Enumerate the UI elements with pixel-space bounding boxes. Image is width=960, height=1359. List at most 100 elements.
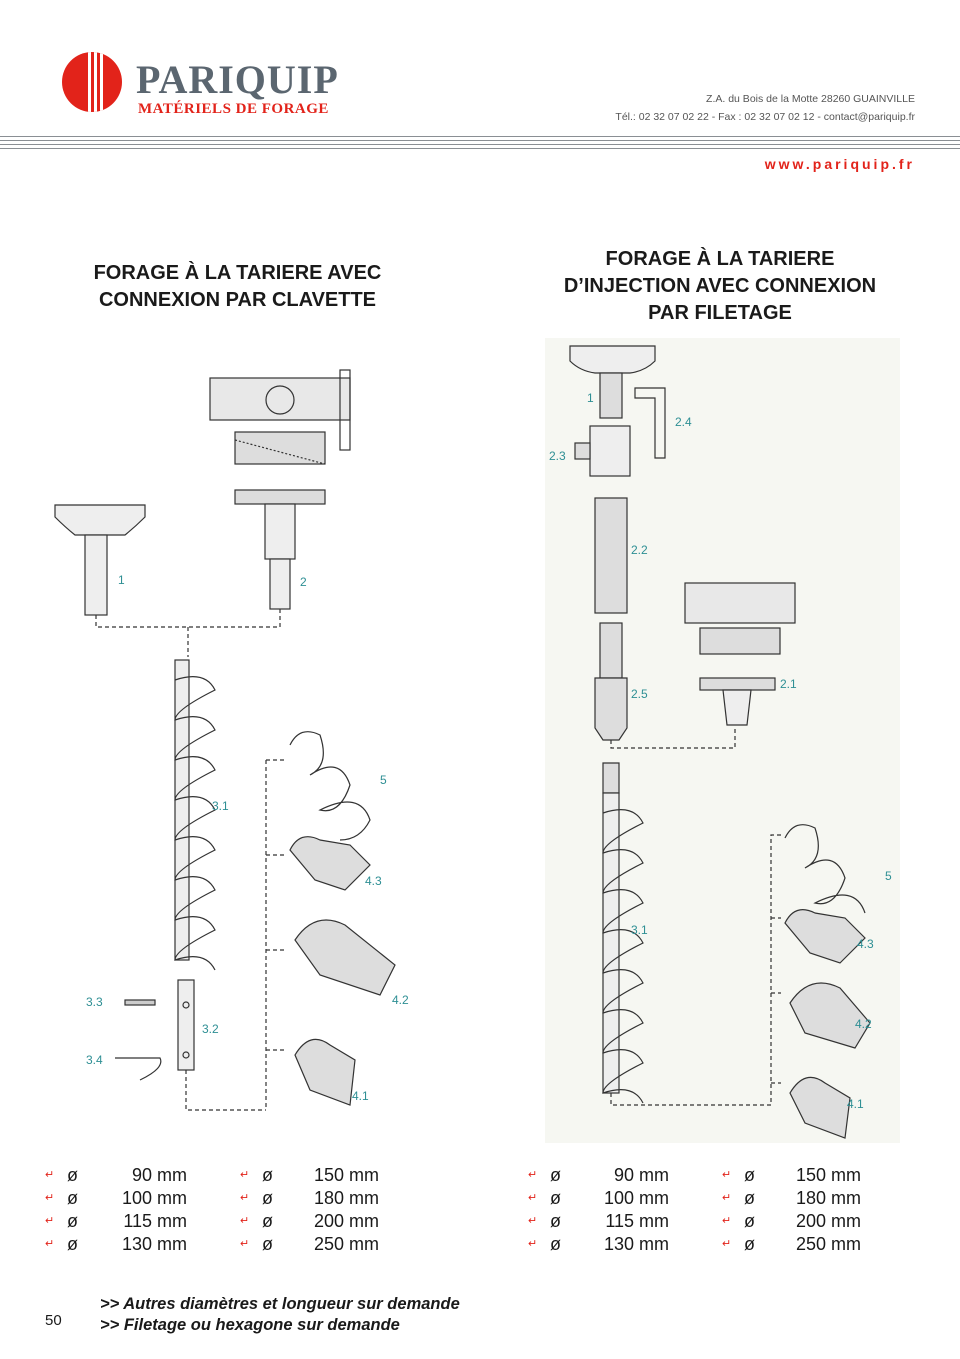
diameter-symbol: ø (744, 1188, 755, 1208)
retaining-clip (115, 1057, 162, 1081)
soil-head-large (789, 982, 871, 1049)
left-title: FORAGE À LA TARIERE AVEC CONNEXION PAR C… (40, 260, 435, 314)
header-divider (0, 144, 960, 145)
threaded-adapter (599, 622, 623, 679)
company-contact[interactable]: Tél.: 02 32 07 02 22 - Fax : 02 32 07 02… (615, 111, 915, 123)
size-value: 180 mm (313, 1188, 379, 1208)
drive-head (209, 377, 351, 421)
company-address: Z.A. du Bois de la Motte 28260 GUAINVILL… (706, 93, 915, 105)
size-value: 115 mm (605, 1211, 669, 1231)
key-pin (124, 999, 156, 1006)
label-4-1: 4.1 (352, 1089, 369, 1103)
footnotes: >> Autres diamètres et longueur sur dema… (100, 1294, 460, 1336)
drive-flange (234, 431, 326, 465)
size-item: ↵ ø 150 mm (240, 1164, 379, 1187)
return-arrow-icon: ↵ (240, 1238, 250, 1250)
diameter-symbol: ø (744, 1234, 755, 1254)
coupling-sleeve (177, 979, 195, 1071)
left-title-line: FORAGE À LA TARIERE AVEC (93, 262, 382, 284)
label-2-2: 2.2 (631, 543, 648, 557)
size-item: ↵ ø 200 mm (722, 1210, 861, 1233)
swivel-body (589, 425, 631, 477)
size-item: ↵ ø 130 mm (45, 1233, 187, 1256)
right-auger-diagram: 1 2.1 2.2 2.3 2.4 2.5 3.1 4.1 4.2 4.3 5 (545, 338, 900, 1143)
size-item: ↵ ø 150 mm (722, 1164, 861, 1187)
cap-adapter (54, 504, 146, 536)
header-divider (0, 136, 960, 137)
size-value: 100 mm (121, 1188, 187, 1208)
footnote: >> Filetage ou hexagone sur demande (100, 1316, 400, 1334)
cap-shaft (84, 534, 108, 616)
header-divider (0, 148, 960, 149)
drive-gear (265, 385, 295, 415)
diameter-symbol: ø (744, 1165, 755, 1185)
label-5: 5 (885, 869, 892, 883)
size-value: 130 mm (121, 1234, 187, 1254)
size-value: 250 mm (313, 1234, 379, 1254)
logo-mark (62, 52, 122, 112)
auger-head-thread (602, 762, 620, 794)
brand-subtitle: MATÉRIELS DE FORAGE (138, 101, 329, 117)
spiral-head (784, 824, 866, 914)
auger-flight (174, 676, 216, 971)
label-4-1: 4.1 (847, 1097, 864, 1111)
size-item: ↵ ø 100 mm (45, 1187, 187, 1210)
return-arrow-icon: ↵ (528, 1192, 538, 1204)
right-title-line: FORAGE À LA TARIERE (605, 248, 835, 270)
size-value: 90 mm (131, 1165, 187, 1185)
spiral-head (289, 731, 371, 841)
size-item: ↵ ø 90 mm (45, 1164, 187, 1187)
diameter-symbol: ø (550, 1211, 561, 1231)
right-title-line: PAR FILETAGE (648, 302, 792, 324)
threaded-coupling (594, 497, 628, 614)
label-4-3: 4.3 (365, 874, 382, 888)
return-arrow-icon: ↵ (45, 1169, 55, 1181)
diameter-symbol: ø (262, 1211, 273, 1231)
diameter-symbol: ø (67, 1165, 78, 1185)
size-value: 100 mm (603, 1188, 669, 1208)
diameter-symbol: ø (550, 1188, 561, 1208)
return-arrow-icon: ↵ (722, 1192, 732, 1204)
diameter-symbol: ø (67, 1188, 78, 1208)
soil-head-large (294, 919, 396, 996)
label-3-1: 3.1 (212, 799, 229, 813)
website-link[interactable]: www.pariquip.fr (764, 156, 915, 172)
label-2-3: 2.3 (549, 449, 566, 463)
size-value: 250 mm (795, 1234, 861, 1254)
return-arrow-icon: ↵ (722, 1215, 732, 1227)
threaded-stub (599, 372, 623, 419)
size-item: ↵ ø 250 mm (722, 1233, 861, 1256)
label-1: 1 (587, 391, 594, 405)
size-item: ↵ ø 90 mm (528, 1164, 669, 1187)
soil-head (789, 1076, 851, 1139)
rock-head (784, 909, 866, 964)
diameter-symbol: ø (262, 1234, 273, 1254)
diameter-symbol: ø (262, 1188, 273, 1208)
adapter-socket (594, 677, 628, 741)
label-4-2: 4.2 (855, 1017, 872, 1031)
adapter-plate (699, 677, 776, 691)
label-3-4: 3.4 (86, 1053, 103, 1067)
size-value: 130 mm (603, 1234, 669, 1254)
diameter-symbol: ø (67, 1234, 78, 1254)
right-title: FORAGE À LA TARIERE D’INJECTION AVEC CON… (520, 246, 920, 327)
diameter-symbol: ø (550, 1165, 561, 1185)
label-4-3: 4.3 (857, 937, 874, 951)
soil-head (294, 1038, 356, 1106)
left-title-line: CONNEXION PAR CLAVETTE (98, 289, 377, 311)
size-item: ↵ ø 200 mm (240, 1210, 379, 1233)
auger-flight (602, 809, 644, 1104)
label-3-3: 3.3 (86, 995, 103, 1009)
label-2-5: 2.5 (631, 687, 648, 701)
size-value: 150 mm (313, 1165, 379, 1185)
cap-adapter (569, 345, 656, 374)
size-value: 200 mm (795, 1211, 861, 1231)
size-value: 150 mm (795, 1165, 861, 1185)
diameter-symbol: ø (550, 1234, 561, 1254)
drive-flange (699, 627, 781, 655)
return-arrow-icon: ↵ (240, 1169, 250, 1181)
drive-head (684, 582, 796, 624)
auger-shaft (174, 659, 190, 961)
return-arrow-icon: ↵ (722, 1238, 732, 1250)
label-3-2: 3.2 (202, 1022, 219, 1036)
